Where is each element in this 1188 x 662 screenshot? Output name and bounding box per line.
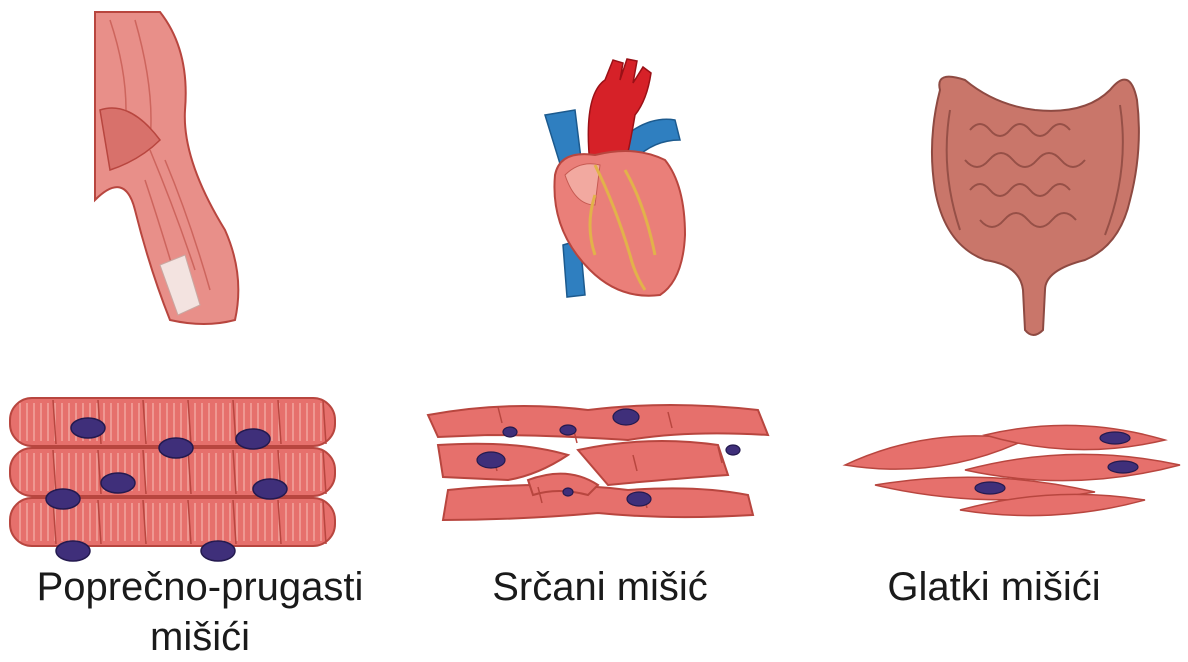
nucleus xyxy=(477,452,505,468)
nucleus xyxy=(1100,432,1130,444)
nucleus xyxy=(975,482,1005,494)
nucleus xyxy=(253,479,287,499)
cardiac-cell xyxy=(428,405,768,440)
cardiac-muscle-cells-icon xyxy=(428,395,778,545)
smooth-muscle-cell xyxy=(965,454,1180,480)
nucleus xyxy=(613,409,639,425)
nucleus xyxy=(563,488,573,496)
intestine-icon xyxy=(925,60,1145,340)
striated-muscle-fibers-icon xyxy=(8,388,338,558)
nucleus xyxy=(1108,461,1138,473)
cardiac-cell xyxy=(443,485,753,520)
caption-skeletal: Poprečno-prugasti mišići xyxy=(0,562,400,662)
arm-muscle-icon xyxy=(90,10,260,330)
heart-icon xyxy=(535,55,695,305)
skeletal-muscle-panel: Poprečno-prugasti mišići xyxy=(0,0,400,652)
cardiac-cell xyxy=(578,441,728,485)
nucleus xyxy=(236,429,270,449)
nucleus xyxy=(627,492,651,506)
smooth-muscle-panel: Glatki mišići xyxy=(800,0,1188,652)
nucleus xyxy=(71,418,105,438)
nucleus xyxy=(159,438,193,458)
caption-smooth: Glatki mišići xyxy=(800,562,1188,612)
nucleus xyxy=(56,541,90,561)
nucleus xyxy=(726,445,740,455)
smooth-muscle-cells-icon xyxy=(845,410,1180,530)
nucleus xyxy=(46,489,80,509)
nucleus xyxy=(560,425,576,435)
nucleus xyxy=(101,473,135,493)
nucleus xyxy=(201,541,235,561)
nucleus xyxy=(503,427,517,437)
cardiac-muscle-panel: Srčani mišić xyxy=(400,0,800,652)
caption-cardiac: Srčani mišić xyxy=(400,562,800,612)
